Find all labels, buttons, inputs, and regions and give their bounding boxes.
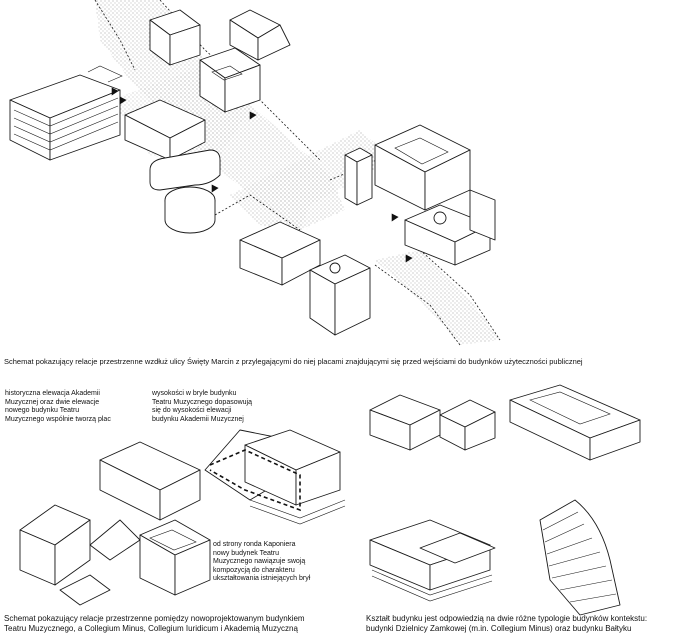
street-lower — [375, 250, 500, 345]
buildings-right-cluster — [344, 124, 496, 266]
annotation-line: Muzycznego nawiązuje swoją — [213, 558, 306, 566]
caption-line: Kształt budynku jest odpowiedzią na dwie… — [366, 614, 648, 623]
buildings-top-cluster — [149, 9, 291, 113]
diagram-typology — [369, 384, 641, 616]
caption-line: budynki Dzielnicy Zamkowej (m.in. Colleg… — [366, 624, 632, 633]
caption-line: Teatru Muzycznego, a Collegium Minus, Co… — [4, 624, 298, 633]
annotation-heights: wysokości w bryle budynku Teatru Muzyczn… — [152, 390, 252, 424]
annotation-kaponiera: od strony ronda Kaponiera nowy budynek T… — [213, 541, 310, 584]
entrance-markers — [111, 87, 413, 263]
annotation-academy: historyczna elewacja Akademii Muzycznej … — [5, 390, 111, 424]
caption-bottom-left: Schemat pokazujący relacje przestrzenne … — [4, 614, 305, 634]
annotation-line: Muzycznego wspólnie tworzą plac — [5, 415, 111, 423]
caption-bottom-right: Kształt budynku jest odpowiedzią na dwie… — [366, 614, 647, 634]
annotation-line: kompozycją do charakteru — [213, 566, 295, 574]
building-left-block — [9, 65, 123, 161]
buildings-lower-cluster — [239, 221, 371, 336]
diagram-theatre-relations — [19, 429, 346, 606]
buildings-middle-left — [124, 99, 221, 234]
annotation-line: Teatru Muzycznego dopasowują — [152, 398, 253, 406]
annotation-line: się do wysokości elewacji — [152, 407, 232, 415]
caption-main: Schemat pokazujący relacje przestrzenne … — [4, 357, 583, 366]
annotation-line: wysokości w bryle budynku — [152, 390, 237, 397]
annotation-line: budynku Akademii Muzycznej — [152, 415, 244, 423]
caption-line: Schemat pokazujący relacje przestrzenne … — [4, 614, 305, 623]
annotation-line: historyczna elewacja Akademii — [5, 390, 100, 397]
annotation-line: ukształtowania istniejących brył — [213, 575, 311, 583]
annotation-line: nowy budynek Teatru — [213, 549, 280, 557]
annotation-line: Muzycznej oraz dwie elewacje — [5, 398, 100, 406]
annotation-line: od strony ronda Kaponiera — [213, 541, 296, 548]
annotation-line: nowego budynku Teatru — [5, 407, 80, 415]
